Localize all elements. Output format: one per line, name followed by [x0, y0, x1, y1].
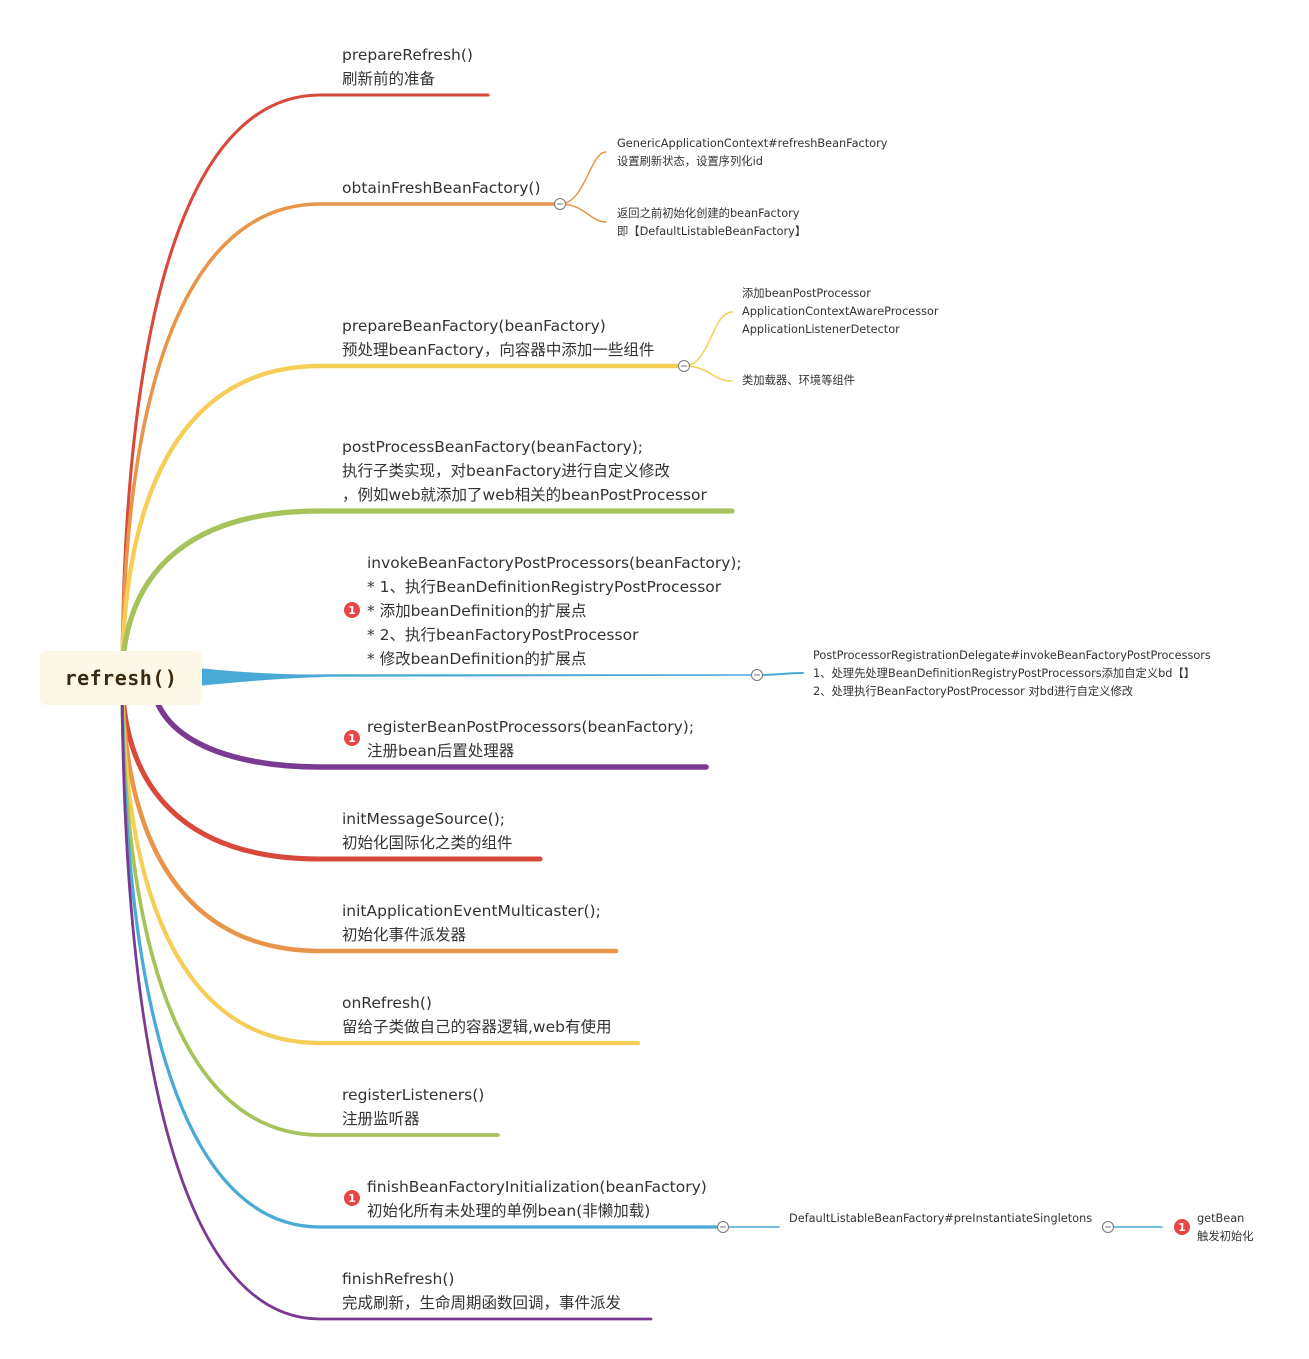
sub-node-invoke-1-line: 1、处理先处理BeanDefinitionRegistryPostProcess… — [813, 667, 1196, 680]
step-node-5-line: * 修改beanDefinition的扩展点 — [367, 650, 587, 668]
step-node-12-line: finishRefresh() — [342, 1270, 455, 1288]
sub-node-obtain-1[interactable]: GenericApplicationContext#refreshBeanFac… — [617, 135, 887, 171]
sub-node-get-bean[interactable]: getBean 触发初始化 — [1197, 1210, 1254, 1246]
step-node-10-line: registerListeners() — [342, 1086, 485, 1104]
sub-branch-obtain-2 — [559, 203, 607, 223]
sub-node-obtain-1-line: 设置刷新状态，设置序列化id — [617, 155, 763, 168]
sub-branch-prepare-1 — [683, 311, 733, 367]
step-node-1-line: 刷新前的准备 — [342, 70, 436, 88]
sub-branch-obtain-1 — [559, 151, 607, 205]
step-node-3-line: 预处理beanFactory，向容器中添加一些组件 — [342, 341, 655, 359]
step-node-3[interactable]: prepareBeanFactory(beanFactory) 预处理beanFa… — [342, 314, 654, 362]
step-node-6-line: 注册bean后置处理器 — [367, 742, 515, 760]
branch-5 — [199, 668, 758, 686]
step-node-4[interactable]: postProcessBeanFactory(beanFactory); 执行子类… — [342, 435, 707, 507]
branch-2 — [120, 202, 562, 680]
branch-11 — [120, 676, 725, 1229]
step-node-8-line: 初始化事件派发器 — [342, 926, 467, 944]
branch-12 — [120, 676, 653, 1321]
step-node-9-line: 留给子类做自己的容器逻辑,web有使用 — [342, 1018, 612, 1036]
step-node-9[interactable]: onRefresh() 留给子类做自己的容器逻辑,web有使用 — [342, 991, 611, 1039]
sub-node-obtain-1-line: GenericApplicationContext#refreshBeanFac… — [617, 137, 888, 150]
branch-1 — [120, 93, 490, 680]
step-node-7[interactable]: initMessageSource(); 初始化国际化之类的组件 — [342, 807, 513, 855]
branch-4 — [119, 508, 735, 681]
branch-9 — [119, 675, 641, 1046]
step-node-9-line: onRefresh() — [342, 994, 432, 1012]
collapse-toggles — [554, 198, 1114, 1233]
sub-node-get-bean-line: 触发初始化 — [1197, 1230, 1254, 1243]
priority-marker-6: 1 — [344, 730, 360, 746]
step-node-11-line: finishBeanFactoryInitialization(beanFact… — [367, 1178, 707, 1196]
step-node-1-line: prepareRefresh() — [342, 46, 473, 64]
step-node-5-line: * 2、执行beanFactoryPostProcessor — [367, 626, 639, 644]
step-node-10[interactable]: registerListeners() 注册监听器 — [342, 1083, 484, 1131]
sub-branch-prepare-2 — [683, 365, 733, 382]
step-node-5-line: * 1、执行BeanDefinitionRegistryPostProcesso… — [367, 578, 722, 596]
step-node-5[interactable]: invokeBeanFactoryPostProcessors(beanFact… — [367, 551, 742, 671]
sub-node-finish-init-line: DefaultListableBeanFactory#preInstantiat… — [789, 1212, 1093, 1225]
sub-node-obtain-2-line: 返回之前初始化创建的beanFactory — [617, 207, 800, 220]
step-node-12-line: 完成刷新，生命周期函数回调，事件派发 — [342, 1294, 622, 1312]
sub-node-prepare-2[interactable]: 类加载器、环境等组件 — [742, 372, 855, 390]
sub-node-get-bean-line: getBean — [1197, 1212, 1245, 1225]
step-node-11[interactable]: finishBeanFactoryInitialization(beanFact… — [367, 1175, 707, 1223]
branch-3 — [119, 363, 687, 681]
sub-branch-invoke — [756, 672, 804, 676]
step-node-8-line: initApplicationEventMulticaster(); — [342, 902, 601, 920]
priority-marker-get-bean: 1 — [1174, 1219, 1190, 1235]
step-node-3-line: prepareBeanFactory(beanFactory) — [342, 317, 606, 335]
step-node-12[interactable]: finishRefresh() 完成刷新，生命周期函数回调，事件派发 — [342, 1267, 621, 1315]
branch-lines — [119, 93, 758, 1321]
priority-marker-11: 1 — [344, 1190, 360, 1206]
root-node[interactable]: refresh() — [40, 651, 202, 705]
sub-node-finish-init[interactable]: DefaultListableBeanFactory#preInstantiat… — [789, 1210, 1092, 1228]
step-node-7-line: 初始化国际化之类的组件 — [342, 834, 513, 852]
sub-node-invoke-1[interactable]: PostProcessorRegistrationDelegate#invoke… — [813, 647, 1211, 701]
branch-8 — [119, 675, 619, 954]
step-node-4-line: 执行子类实现，对beanFactory进行自定义修改 — [342, 462, 670, 480]
sub-node-prepare-1-line: ApplicationListenerDetector — [742, 323, 900, 336]
sub-node-prepare-1-line: ApplicationContextAwareProcessor — [742, 305, 939, 318]
step-node-6-line: registerBeanPostProcessors(beanFactory); — [367, 718, 695, 736]
step-node-8[interactable]: initApplicationEventMulticaster(); 初始化事件派… — [342, 899, 601, 947]
step-node-2[interactable]: obtainFreshBeanFactory() — [342, 176, 541, 200]
step-node-5-line: * 添加beanDefinition的扩展点 — [367, 602, 587, 620]
sub-node-obtain-2[interactable]: 返回之前初始化创建的beanFactory 即【DefaultListableBe… — [617, 205, 806, 241]
sub-node-invoke-1-line: PostProcessorRegistrationDelegate#invoke… — [813, 649, 1211, 662]
step-node-6[interactable]: registerBeanPostProcessors(beanFactory);… — [367, 715, 694, 763]
sub-node-prepare-2-line: 类加载器、环境等组件 — [742, 374, 855, 387]
step-node-10-line: 注册监听器 — [342, 1110, 420, 1128]
priority-marker-5: 1 — [344, 602, 360, 618]
step-node-4-line: postProcessBeanFactory(beanFactory); — [342, 438, 644, 456]
branch-7 — [119, 675, 543, 862]
sub-node-prepare-1-line: 添加beanPostProcessor — [742, 287, 871, 300]
root-label: refresh() — [64, 666, 178, 690]
step-node-1[interactable]: prepareRefresh() 刷新前的准备 — [342, 43, 473, 91]
step-node-7-line: initMessageSource(); — [342, 810, 505, 828]
step-node-5-line: invokeBeanFactoryPostProcessors(beanFact… — [367, 554, 742, 572]
sub-node-invoke-1-line: 2、处理执行BeanFactoryPostProcessor 对bd进行自定义修… — [813, 685, 1134, 698]
step-node-4-line: ，例如web就添加了web相关的beanPostProcessor — [342, 486, 707, 504]
step-node-2-line: obtainFreshBeanFactory() — [342, 179, 541, 197]
branch-10 — [120, 676, 500, 1137]
step-node-11-line: 初始化所有未处理的单例bean(非懒加载) — [367, 1202, 651, 1220]
sub-node-obtain-2-line: 即【DefaultListableBeanFactory】 — [617, 225, 807, 238]
